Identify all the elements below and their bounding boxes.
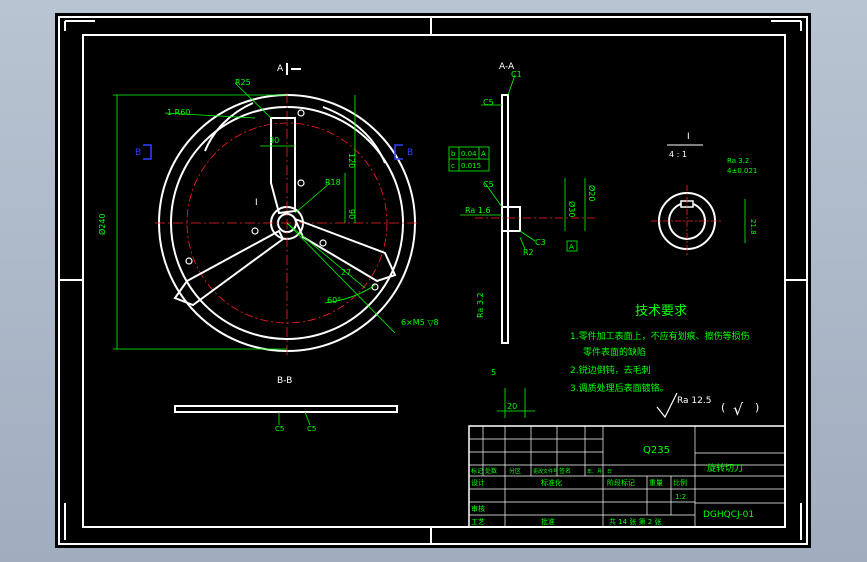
dim-20: 20 bbox=[507, 402, 517, 411]
drawing-number: DGHQCJ-01 bbox=[703, 510, 754, 520]
role-approve: 批准 bbox=[541, 517, 555, 526]
section-label-a: A bbox=[277, 64, 284, 74]
dim-r2: R2 bbox=[523, 248, 534, 257]
role-review: 审核 bbox=[471, 504, 485, 513]
dim-d240: Ø240 bbox=[97, 213, 107, 235]
dim-21-8: 21.8 bbox=[749, 219, 757, 235]
scale-label: 比例 bbox=[673, 478, 687, 487]
rev-header-1: 标记 bbox=[471, 467, 483, 475]
tol-row1-value: 0.04 bbox=[461, 150, 477, 158]
detail-marker: I bbox=[255, 198, 258, 208]
cad-drawing: R25 1 R60 30 120 R18 90 Ø240 27 60° 6×M5… bbox=[58, 16, 808, 545]
side-view-title: A-A bbox=[499, 62, 515, 72]
notes-line1b: 零件表面的缺陷 bbox=[583, 346, 646, 358]
detail-scale: 4 : 1 bbox=[669, 150, 687, 159]
section-bb: B-B C5 C5 bbox=[174, 376, 398, 433]
dim-r25: R25 bbox=[235, 78, 251, 87]
section-b-right: B bbox=[407, 148, 413, 158]
dim-c3: C3 bbox=[535, 238, 546, 247]
surface-paren-close: ) bbox=[755, 401, 759, 414]
dim-c5b: C5 bbox=[483, 180, 494, 189]
tolerance-frame: b 0.04 A c 0.015 A bbox=[448, 146, 578, 252]
notes-line1a: 1.零件加工表面上，不应有划痕、擦伤等损伤 bbox=[570, 330, 750, 342]
section-marker-b bbox=[143, 144, 403, 160]
scale-value: 1:2 bbox=[675, 493, 686, 501]
dim-6m5: 6×M5 ▽8 bbox=[401, 318, 439, 327]
rev-header-5: 签名 bbox=[559, 467, 571, 475]
front-dims bbox=[113, 82, 396, 350]
notes-line3: 3.调质处理后表面镀铬。 bbox=[570, 382, 669, 394]
front-view: R25 1 R60 30 120 R18 90 Ø240 27 60° 6×M5… bbox=[97, 63, 439, 358]
frame bbox=[58, 16, 808, 545]
surface-finish: Ra 12.5 ( √ ) bbox=[656, 392, 759, 419]
rev-header-2: 处数 bbox=[485, 467, 497, 475]
stage-label: 阶段标记 bbox=[607, 478, 635, 487]
dim-30: 30 bbox=[269, 136, 279, 145]
technical-notes: 技术要求 1.零件加工表面上，不应有划痕、擦伤等损伤 零件表面的缺陷 2.锐边倒… bbox=[570, 304, 750, 394]
dim-120: 120 bbox=[347, 153, 356, 168]
notes-title: 技术要求 bbox=[635, 304, 687, 319]
weight-label: 重量 bbox=[649, 479, 663, 487]
rev-header-3: 分区 bbox=[509, 467, 521, 475]
tol-row2-symbol: c bbox=[451, 162, 455, 170]
bolt-holes bbox=[185, 109, 379, 291]
rev-header-6: 年、月、日 bbox=[587, 468, 612, 475]
surface-check: √ bbox=[733, 400, 744, 419]
dim-c5-bb-right: C5 bbox=[307, 425, 316, 433]
dim-ra32-detail: Ra 3.2 bbox=[727, 157, 749, 165]
dim-27: 27 bbox=[341, 268, 351, 277]
dim-c1: C1 bbox=[511, 70, 522, 79]
section-bb-title: B-B bbox=[277, 376, 292, 386]
detail-view: I 4 : 1 21.8 Ra 3.2 4±0.021 bbox=[651, 132, 757, 257]
part-name: 旋转切刀 bbox=[707, 462, 743, 474]
surface-finish-symbol: Ra 12.5 bbox=[677, 396, 711, 406]
dim-60deg: 60° bbox=[327, 296, 341, 305]
dim-ra32: Ra 3.2 bbox=[476, 292, 485, 318]
dim-4-tol: 4±0.021 bbox=[727, 167, 757, 175]
dim-c5-bb-left: C5 bbox=[275, 425, 284, 433]
dim-d20: Ø20 bbox=[587, 185, 597, 201]
dim-5: 5 bbox=[491, 368, 496, 377]
dim-c5a: C5 bbox=[483, 98, 494, 107]
dim-r18: R18 bbox=[325, 178, 341, 187]
side-view: A-A C1 C5 C5 C3 R2 Ra 3.2 Ra 1.6 Ø30 Ø2 bbox=[448, 62, 597, 418]
rev-header-4: 更改文件号 bbox=[533, 468, 558, 475]
dim-ra16: Ra 1.6 bbox=[465, 206, 491, 215]
datum-a: A bbox=[569, 243, 574, 251]
role-standard: 标准化 bbox=[541, 478, 562, 487]
role-process: 工艺 bbox=[471, 518, 485, 526]
tol-row2-value: 0.015 bbox=[461, 162, 481, 170]
material: Q235 bbox=[643, 445, 670, 456]
section-arrow-top bbox=[286, 63, 301, 75]
dim-d30: Ø30 bbox=[567, 201, 577, 217]
surface-paren-open: ( bbox=[721, 401, 725, 414]
dim-90: 90 bbox=[347, 209, 356, 219]
notes-line2: 2.锐边倒钝，去毛刺 bbox=[570, 364, 651, 376]
title-block: Q235 旋转切刀 DGHQCJ-01 比例 1:2 重量 阶段标记 共 14 … bbox=[468, 425, 786, 528]
tol-row1-datum: A bbox=[481, 150, 486, 158]
dim-r60: 1 R60 bbox=[167, 108, 190, 117]
role-design: 设计 bbox=[471, 478, 485, 487]
tol-row1-symbol: b bbox=[451, 150, 456, 158]
sheet-count: 共 14 张 第 2 张 bbox=[609, 517, 662, 526]
section-b-left: B bbox=[135, 148, 141, 158]
detail-title: I bbox=[687, 132, 690, 142]
drawing-sheet: R25 1 R60 30 120 R18 90 Ø240 27 60° 6×M5… bbox=[55, 13, 811, 548]
